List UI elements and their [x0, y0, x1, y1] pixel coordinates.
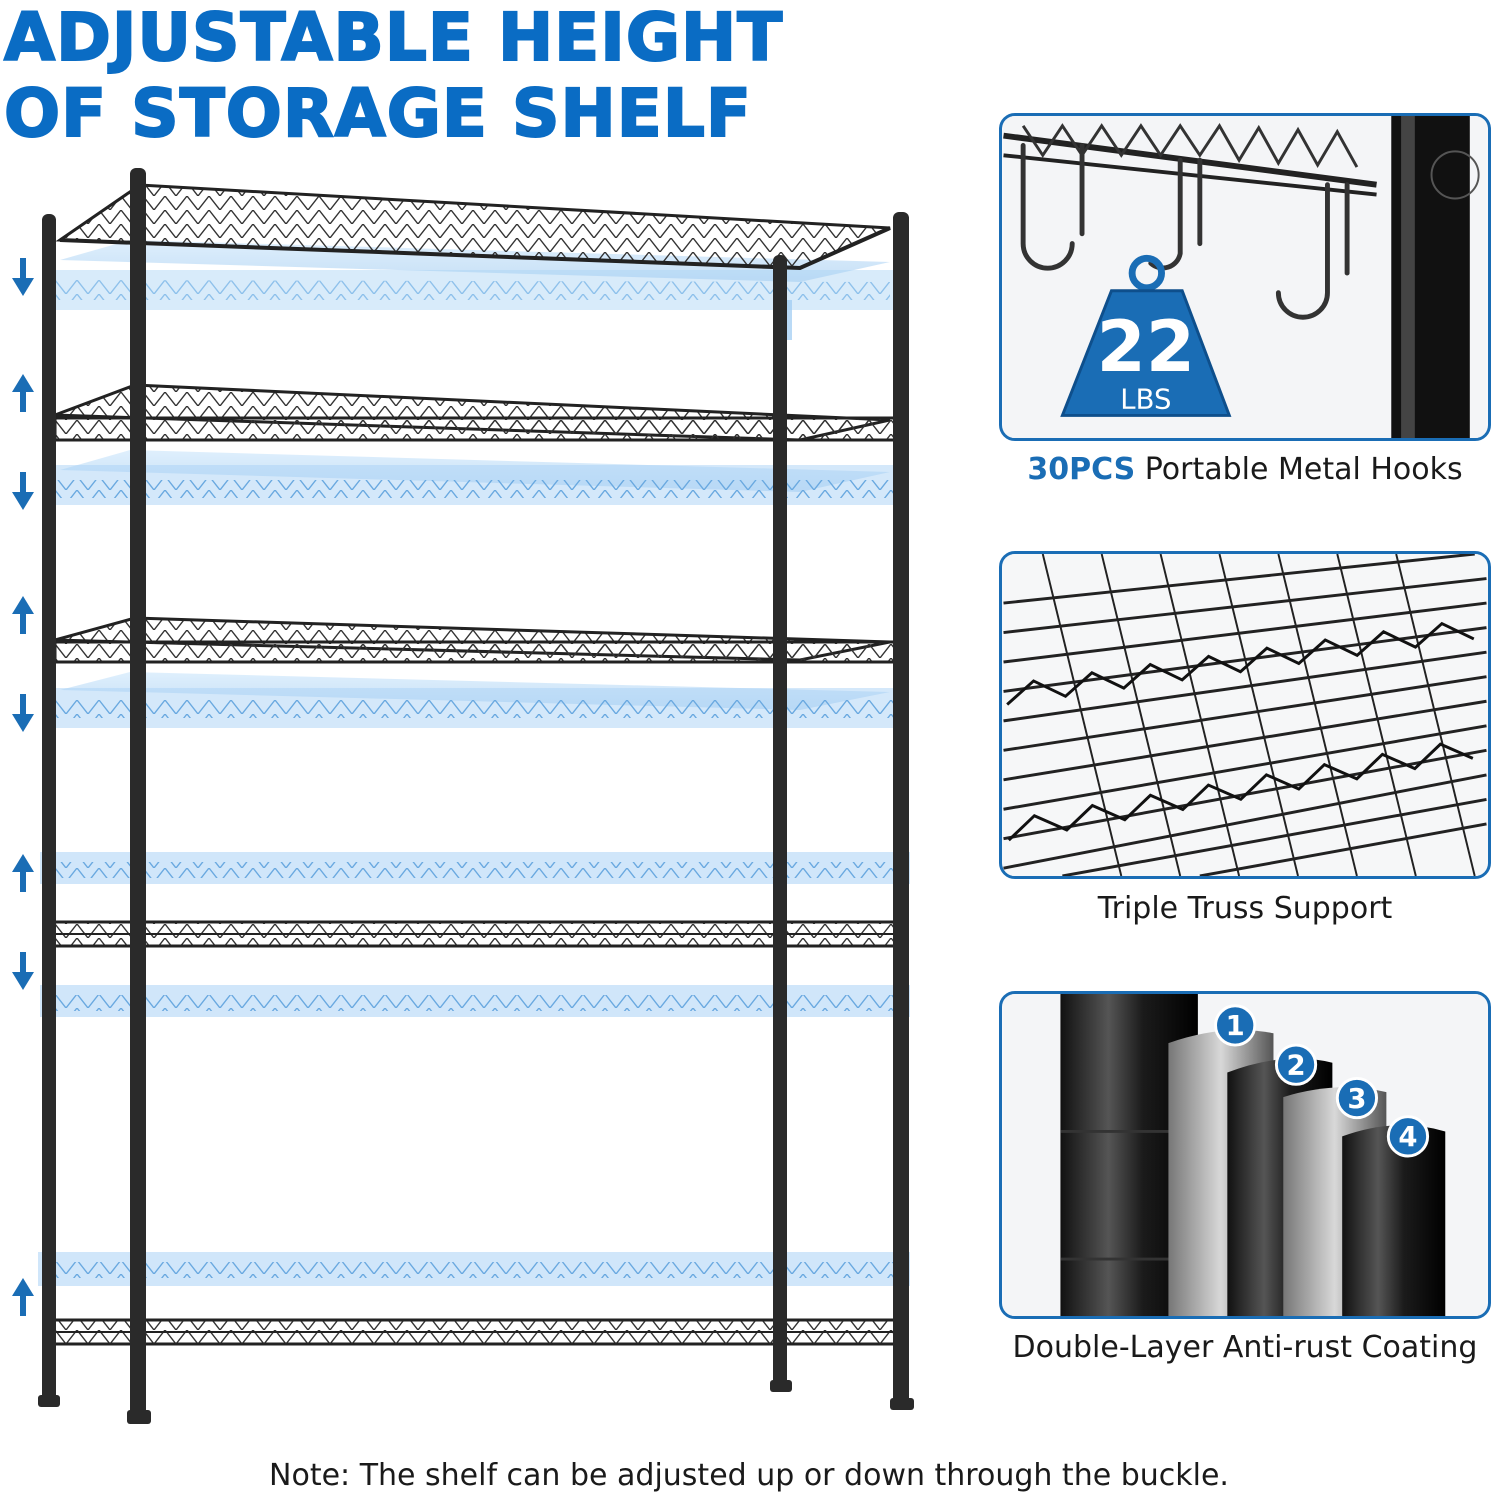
coating-caption: Double-Layer Anti-rust Coating — [1012, 1330, 1478, 1365]
ghost-shelf — [40, 852, 910, 884]
hooks-feature-image: 22 LBS — [999, 113, 1491, 441]
storage-shelf-illustration — [12, 168, 914, 1424]
layer-badge: 2 — [1274, 1043, 1318, 1086]
arrow-up-icon — [12, 374, 34, 412]
arrow-up-icon — [12, 1278, 34, 1316]
wire-shelf — [53, 383, 897, 442]
arrow-down-icon — [12, 258, 34, 296]
title-line-1: ADJUSTABLE HEIGHT — [3, 0, 784, 77]
weight-badge: 22 LBS — [1060, 254, 1232, 417]
ghost-shelf — [50, 672, 900, 728]
layer-number: 3 — [1347, 1083, 1366, 1115]
hooks-label: Portable Metal Hooks — [1135, 452, 1463, 487]
arrow-down-icon — [12, 694, 34, 732]
hooks-caption: 30PCS Portable Metal Hooks — [999, 452, 1491, 487]
hooks-and-weight-icon: 22 LBS — [1003, 116, 1487, 438]
wire-shelf — [48, 920, 902, 948]
wire-grid-icon — [1003, 554, 1487, 876]
wire-shelves — [48, 183, 902, 1346]
layer-number: 4 — [1398, 1121, 1417, 1153]
layer-badge: 4 — [1386, 1115, 1430, 1158]
adjust-arrows — [12, 258, 34, 1316]
layer-number: 2 — [1286, 1050, 1305, 1082]
ghost-shelves — [38, 240, 910, 1286]
layer-badge: 1 — [1214, 1004, 1257, 1047]
ghost-shelf — [38, 1252, 910, 1286]
arrow-up-icon — [12, 854, 34, 892]
footnote: Note: The shelf can be adjusted up or do… — [269, 1458, 1229, 1493]
wire-shelf — [55, 183, 891, 271]
arrow-down-icon — [12, 472, 34, 510]
hooks-count: 30PCS — [1027, 452, 1136, 487]
layer-badge: 3 — [1335, 1076, 1379, 1120]
weight-value: 22 — [1097, 305, 1195, 388]
shelf-posts — [38, 168, 914, 1424]
wire-shelf — [48, 1318, 902, 1346]
page-title: ADJUSTABLE HEIGHT OF STORAGE SHELF — [3, 0, 784, 153]
weight-unit: LBS — [1120, 384, 1171, 416]
arrow-up-icon — [12, 596, 34, 634]
title-line-2: OF STORAGE SHELF — [3, 75, 752, 153]
ghost-shelf — [50, 240, 900, 340]
wire-shelf — [53, 616, 897, 664]
truss-caption: Triple Truss Support — [1097, 891, 1393, 926]
coating-layers-icon: 1 2 3 4 — [1003, 994, 1487, 1316]
coating-feature-image: 1 2 3 4 — [999, 991, 1491, 1319]
ghost-shelf — [50, 450, 900, 505]
ghost-shelf — [40, 985, 910, 1017]
arrow-down-icon — [12, 952, 34, 990]
truss-feature-image — [999, 551, 1491, 879]
layer-number: 1 — [1226, 1010, 1245, 1042]
